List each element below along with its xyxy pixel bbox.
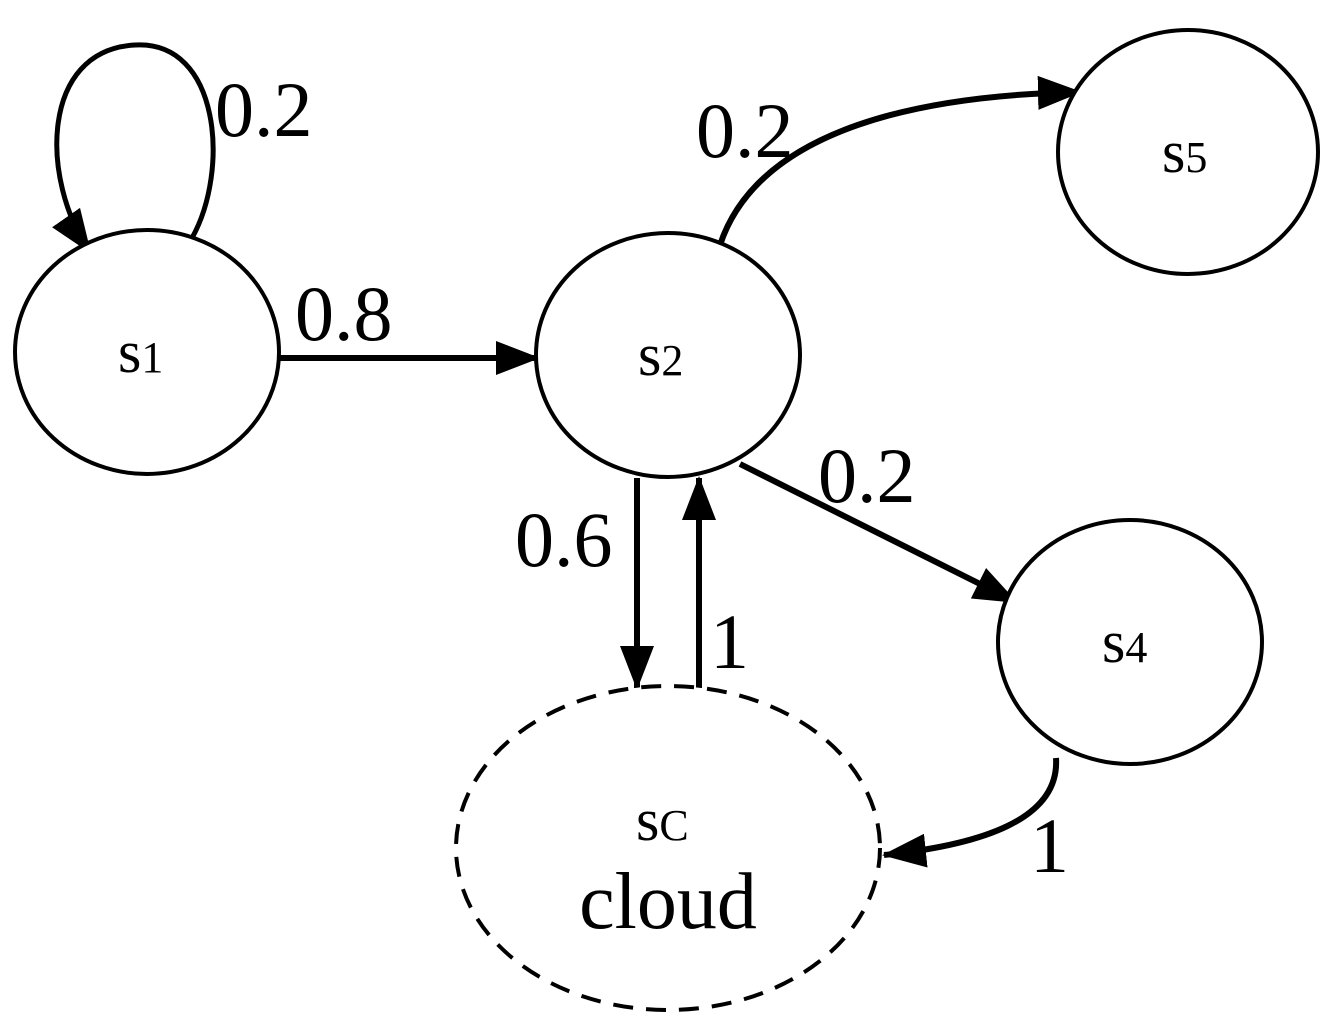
node-s1-letter: s [118,319,141,385]
svg-text:s1: s1 [118,319,163,385]
edge-label-s1-self: 0.2 [215,66,313,153]
node-s1: s1 [13,228,281,476]
node-s4-letter: s [1102,609,1125,675]
node-sc-cloud-label: cloud [579,858,757,946]
node-sc-subscript: C [659,801,688,850]
node-s2: s2 [534,231,802,479]
node-sc-letter: s [636,787,659,853]
node-s2-letter: s [638,322,661,388]
edge-label-s2-s4: 0.2 [818,432,916,519]
node-s1-subscript: 1 [141,333,163,382]
edge-label-s2-s5: 0.2 [696,87,794,174]
svg-text:sC: sC [636,787,689,853]
node-s5: s5 [1056,28,1320,276]
edge-s1-self-loop [52,42,216,254]
node-sc-cloud: sC cloud [454,684,882,1012]
edge-label-s1-s2: 0.8 [295,270,393,357]
node-s4: s4 [996,518,1264,766]
svg-text:s5: s5 [1162,119,1207,185]
edge-s2-to-s5 [717,75,1082,246]
node-s5-subscript: 5 [1185,133,1207,182]
edge-s4-to-sc [882,757,1060,868]
node-s5-letter: s [1162,119,1185,185]
edge-s2-to-s4 [738,461,1018,605]
edge-label-s4-sc: 1 [1030,802,1069,889]
edge-label-sc-s2: 1 [710,598,749,685]
edge-label-s2-sc: 0.6 [515,496,613,583]
node-s2-subscript: 2 [661,336,683,385]
svg-text:s4: s4 [1102,609,1147,675]
svg-text:s2: s2 [638,322,683,388]
node-s4-subscript: 4 [1125,623,1147,672]
